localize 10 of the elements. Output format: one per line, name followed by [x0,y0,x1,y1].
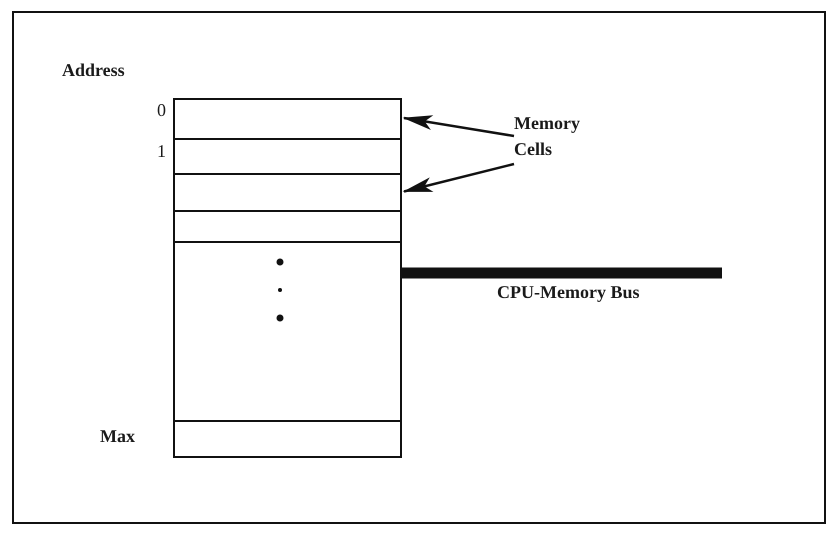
callout-text: Memory Cells [514,110,609,162]
memory-block [173,98,402,458]
leader-arrow [402,162,514,193]
address-label: Max [100,426,135,448]
leader-arrow [402,115,514,138]
bus-label: CPU-Memory Bus [497,282,640,304]
address-number: 0 [156,100,166,122]
address-number: 1 [156,141,166,163]
address-heading: Address [62,60,125,82]
bus-line [402,268,722,278]
